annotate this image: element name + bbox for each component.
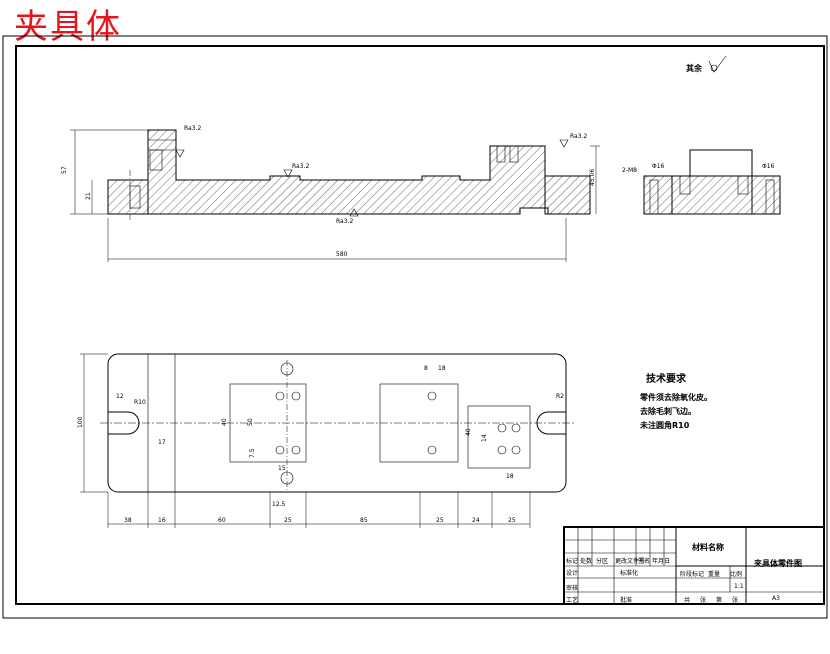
- dim-misc-4: 8: [424, 365, 428, 372]
- tb-zone: 分区: [596, 557, 608, 565]
- side-view: 2-M8 Φ16 Φ16: [622, 149, 781, 215]
- tech-requirement-3: 未注圆角R10: [639, 420, 690, 430]
- side-label-bore-2: Φ16: [762, 163, 775, 170]
- side-label-bore-1: Φ16: [652, 163, 665, 170]
- tb-stage: 阶段标记: [680, 570, 704, 578]
- tb-standardization: 标准化: [620, 569, 638, 577]
- roughness-label-4: Ra3.2: [184, 125, 201, 132]
- front-right-step: [544, 175, 591, 215]
- dim-misc-1: R10: [134, 399, 146, 406]
- dim-height-left-step: 21: [85, 192, 92, 200]
- plan-left-slot: [108, 411, 140, 435]
- tech-requirement-1: 零件须去除氧化皮。: [639, 392, 712, 402]
- plan-right-slot: [536, 411, 566, 435]
- side-hole-right: [737, 175, 749, 195]
- plan-pocket-right: [379, 383, 459, 463]
- dim-misc-0: 12: [116, 393, 124, 400]
- roughness-label-2: Ra3.2: [570, 133, 587, 140]
- tech-requirements-title: 技术要求: [646, 372, 687, 385]
- side-view-body: [643, 175, 781, 215]
- tb-sheets-1: 张: [700, 596, 706, 604]
- tb-review: 审核: [566, 584, 578, 592]
- dim-misc-7: 50: [247, 418, 254, 426]
- roughness-note-label: 其余: [686, 63, 703, 73]
- roughness-mark-3: [349, 208, 359, 217]
- dim-misc-2: 17: [158, 439, 166, 446]
- dim-bottom-1: 16: [158, 517, 166, 524]
- dim-bottom-5: 25: [436, 517, 444, 524]
- front-view-section: [107, 129, 591, 215]
- tb-design: 设计: [566, 569, 578, 577]
- material-name-label: 材料名称: [692, 542, 724, 552]
- tech-requirements: 技术要求 零件须去除氧化皮。 去除毛刺飞边。 未注圆角R10: [639, 372, 712, 430]
- sheet-outer-border: [2, 35, 828, 619]
- dim-overall-width: 100: [77, 416, 84, 428]
- tb-signature: 签名: [638, 557, 650, 565]
- tb-number: 第: [716, 596, 722, 604]
- drawing-scale: 1:1: [734, 583, 744, 590]
- dim-bottom-0: 38: [124, 517, 132, 524]
- tb-ratio: 比例: [730, 570, 742, 578]
- tb-weight: 重量: [708, 570, 720, 578]
- roughness-mark-1: [283, 169, 293, 178]
- tb-approve: 批准: [620, 596, 632, 604]
- side-hole-left: [679, 175, 691, 195]
- tb-count: 处数: [580, 557, 592, 565]
- roughness-symbol: 其余: [686, 55, 727, 73]
- drawing-stamp-title: 夹具体: [14, 7, 122, 47]
- dim-misc-5: 18: [438, 365, 446, 372]
- dim-bottom-6: 24: [472, 517, 480, 524]
- front-right-hole-a: [496, 145, 506, 163]
- sheet-inner-border: [15, 45, 825, 605]
- dim-misc-8: 7.5: [249, 448, 256, 458]
- dim-bottom-3: 25: [284, 517, 292, 524]
- roughness-label-1: Ra3.2: [292, 163, 309, 170]
- front-pin-hole: [149, 149, 163, 171]
- side-label-thread: 2-M8: [622, 167, 637, 174]
- dim-misc-13: R2: [556, 393, 564, 400]
- dim-bottom-4: 85: [360, 517, 368, 524]
- dim-misc-12: 40: [465, 428, 472, 436]
- tb-mark: 标记: [566, 557, 578, 565]
- front-left-lug: [107, 179, 149, 215]
- sheet-size: A3: [772, 595, 780, 602]
- tech-requirement-2: 去除毛刺飞边。: [640, 406, 696, 416]
- tb-sheets-2: 张: [732, 596, 738, 604]
- tb-process: 工艺: [566, 596, 578, 604]
- roughness-mark-4: [175, 149, 185, 158]
- side-view-boss: [689, 149, 753, 177]
- dim-height-right: 45.06: [589, 169, 596, 186]
- title-block: 材料名称 夹具体零件图 1:1 A3 标记 处数 分区 更改文件号 签名 年月日…: [563, 526, 825, 605]
- dim-height-total: 57: [61, 166, 68, 174]
- plan-view: 100 38 16 60 25 85 25 24 25 12 R10 17 12…: [77, 353, 574, 528]
- dim-overall-length: 580: [336, 251, 348, 258]
- tb-date: 年月日: [652, 557, 670, 565]
- dim-bottom-7: 25: [508, 517, 516, 524]
- dim-misc-10: 14: [481, 434, 488, 442]
- dim-misc-3: 12.5: [272, 501, 286, 508]
- plan-pocket-left: [229, 383, 307, 463]
- drawing-name: 夹具体零件图: [754, 558, 802, 568]
- tb-total: 共: [684, 596, 690, 604]
- front-view: 57 21 45.06 580 Ra3.2 Ra3.2 Ra3.2 Ra3.2: [61, 125, 600, 262]
- dim-misc-9: 15: [278, 465, 286, 472]
- roughness-label-3: Ra3.2: [336, 218, 353, 225]
- tb-change-doc: 更改文件号: [615, 557, 645, 565]
- roughness-mark-2: [559, 139, 569, 148]
- plan-pocket-far-right: [467, 405, 531, 469]
- dim-bottom-2: 60: [218, 517, 226, 524]
- dim-misc-6: 40: [221, 418, 228, 426]
- dim-misc-11: 18: [506, 473, 514, 480]
- front-right-hole-b: [509, 145, 519, 163]
